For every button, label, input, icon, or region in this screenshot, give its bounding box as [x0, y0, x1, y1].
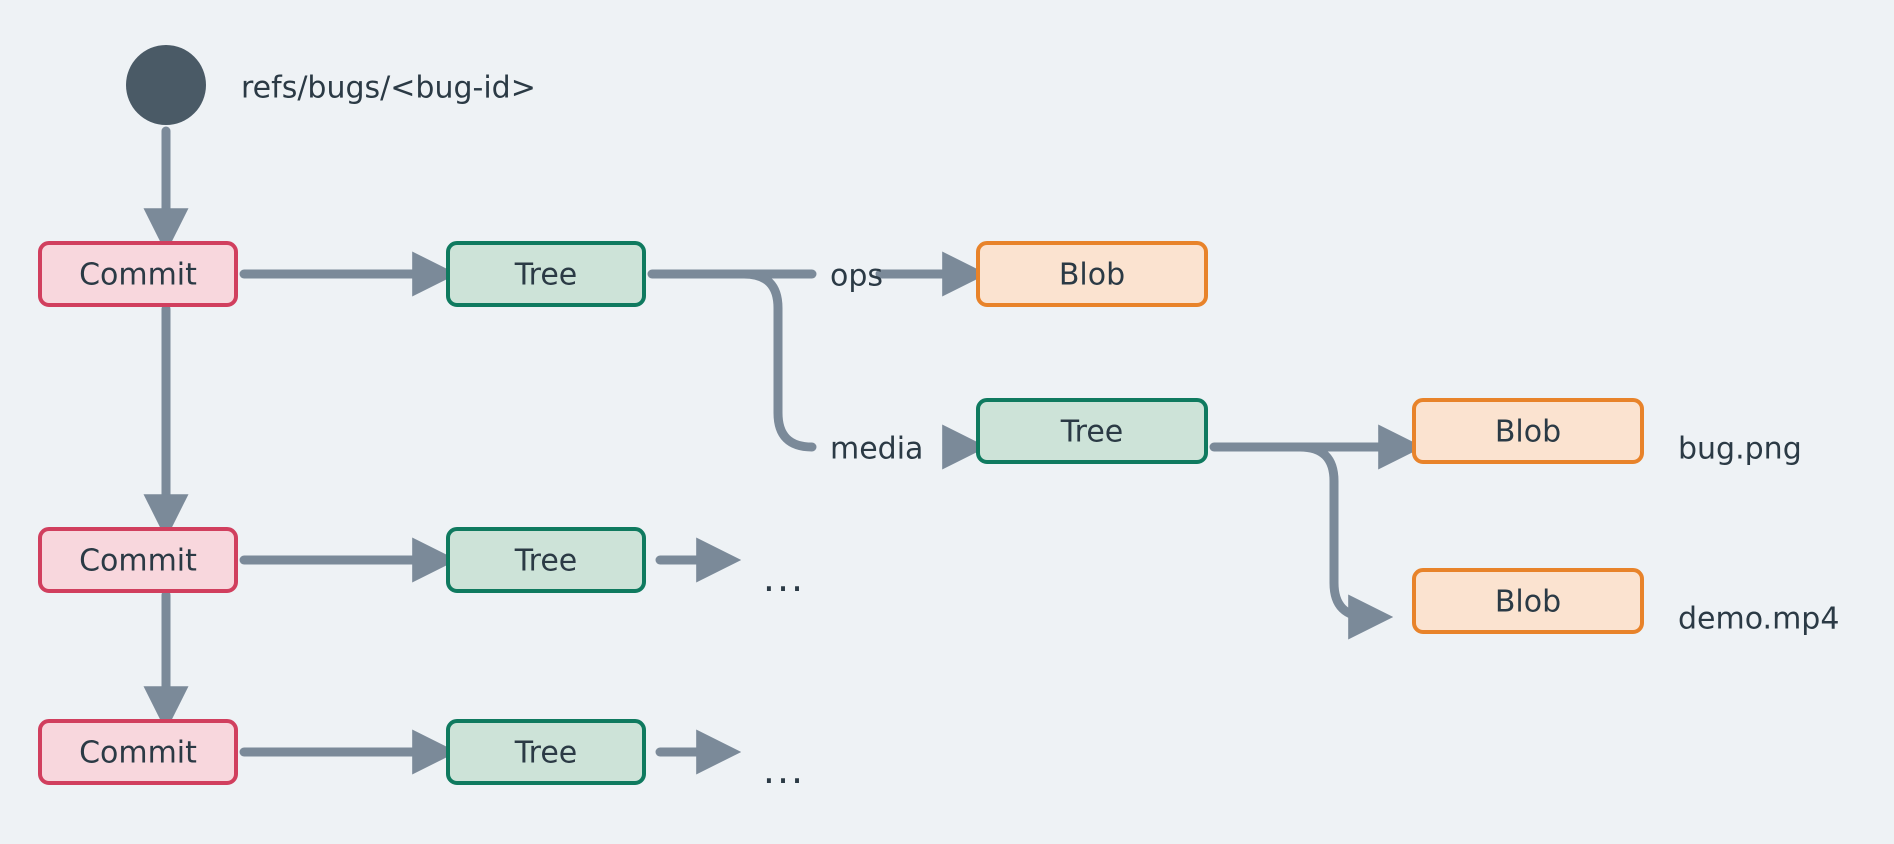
- node-blob-png-label: Blob: [1495, 415, 1561, 450]
- node-tree-1-label: Tree: [514, 258, 578, 293]
- node-commit-3[interactable]: Commit: [38, 719, 238, 785]
- edge-tree-media-to-blob-mp4: [1295, 442, 1394, 640]
- node-tree-1[interactable]: Tree: [446, 241, 646, 307]
- edge-label-media: media: [830, 432, 923, 467]
- node-tree-3-box[interactable]: [446, 719, 646, 785]
- node-blob-ops[interactable]: Blob: [976, 241, 1208, 307]
- node-commit-2[interactable]: Commit: [38, 527, 238, 593]
- node-commit-1-box[interactable]: [38, 241, 238, 307]
- node-tree-2-label: Tree: [514, 544, 578, 579]
- node-tree-3[interactable]: Tree: [446, 719, 646, 785]
- node-tree-2-box[interactable]: [446, 527, 646, 593]
- node-blob-ops-label: Blob: [1059, 258, 1125, 293]
- ref-root-node[interactable]: [126, 45, 206, 125]
- node-commit-3-label: Commit: [79, 736, 197, 771]
- node-tree-media[interactable]: Tree: [976, 398, 1208, 464]
- node-blob-png-box[interactable]: [1412, 398, 1644, 464]
- node-commit-2-box[interactable]: [38, 527, 238, 593]
- node-blob-ops-box[interactable]: [976, 241, 1208, 307]
- node-blob-mp4-label: Blob: [1495, 585, 1561, 620]
- node-tree-2[interactable]: Tree: [446, 527, 646, 593]
- node-commit-2-label: Commit: [79, 544, 197, 579]
- node-commit-1-label: Commit: [79, 258, 197, 293]
- node-blob-png[interactable]: Blob: [1412, 398, 1644, 464]
- side-label-bug-png: bug.png: [1678, 432, 1802, 467]
- node-commit-1[interactable]: Commit: [38, 241, 238, 307]
- side-label-demo-mp4: demo.mp4: [1678, 602, 1839, 637]
- ref-label: refs/bugs/<bug-id>: [241, 71, 536, 106]
- node-tree-media-box[interactable]: [976, 398, 1208, 464]
- node-blob-mp4[interactable]: Blob: [1412, 568, 1644, 634]
- ellipsis-tree-2: ...: [763, 556, 805, 600]
- node-tree-media-label: Tree: [1060, 415, 1124, 450]
- edge-tree-1-to-media-label: [739, 269, 817, 452]
- ellipsis-tree-3: ...: [763, 748, 805, 792]
- node-tree-3-label: Tree: [514, 736, 578, 771]
- node-blob-mp4-box[interactable]: [1412, 568, 1644, 634]
- node-tree-1-box[interactable]: [446, 241, 646, 307]
- edge-label-ops: ops: [830, 259, 883, 294]
- node-commit-3-box[interactable]: [38, 719, 238, 785]
